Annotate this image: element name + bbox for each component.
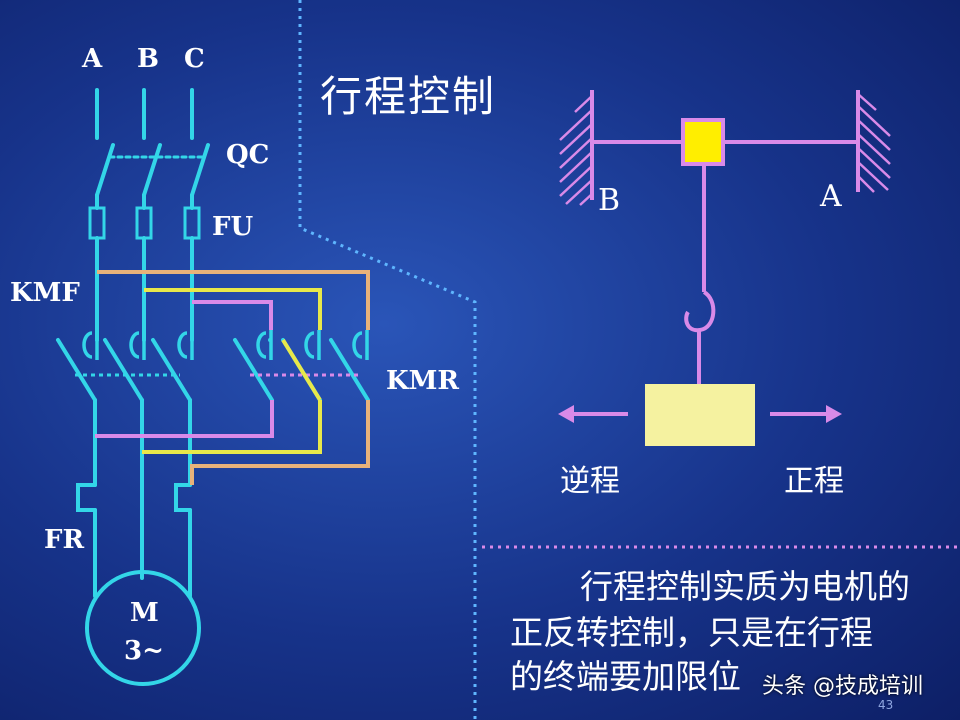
switch-label: QC <box>226 140 270 170</box>
description-line-1: 行程控制实质为电机的 <box>580 567 910 606</box>
forward-contactor-label: KMF <box>10 278 80 308</box>
page-number: 43 <box>878 698 894 712</box>
limit-a-label: A <box>820 179 842 214</box>
watermark: 头条 @技成培训 <box>762 674 923 699</box>
slider-block <box>681 118 725 166</box>
reverse-label: 逆程 <box>560 464 620 499</box>
yellow-wire <box>142 288 322 454</box>
power-bus <box>56 88 370 598</box>
page-title: 行程控制 <box>320 72 497 121</box>
forward-label: 正程 <box>784 464 844 499</box>
fuse-boxes <box>88 206 201 240</box>
phase-c-label: C <box>184 44 205 74</box>
orange-wire <box>97 270 370 485</box>
motor-label-bottom: 3~ <box>124 636 164 666</box>
load-block <box>645 384 755 446</box>
contact-terminals <box>82 330 369 360</box>
description-line-2: 正反转控制，只是在行程 <box>510 613 873 652</box>
phase-b-label: B <box>137 44 159 74</box>
violet-wire <box>95 300 274 438</box>
thermal-relay-label: FR <box>44 525 85 555</box>
description-line-3: 的终端要加限位 <box>510 657 741 696</box>
region-divider <box>298 0 477 720</box>
limit-b-label: B <box>598 183 621 218</box>
reverse-contactor-label: KMR <box>386 366 459 396</box>
travel-mechanism <box>558 90 891 446</box>
motor-label-top: M <box>130 598 159 628</box>
phase-a-label: A <box>82 44 103 74</box>
motor-circle <box>85 570 201 686</box>
fuse-label: FU <box>212 212 254 242</box>
